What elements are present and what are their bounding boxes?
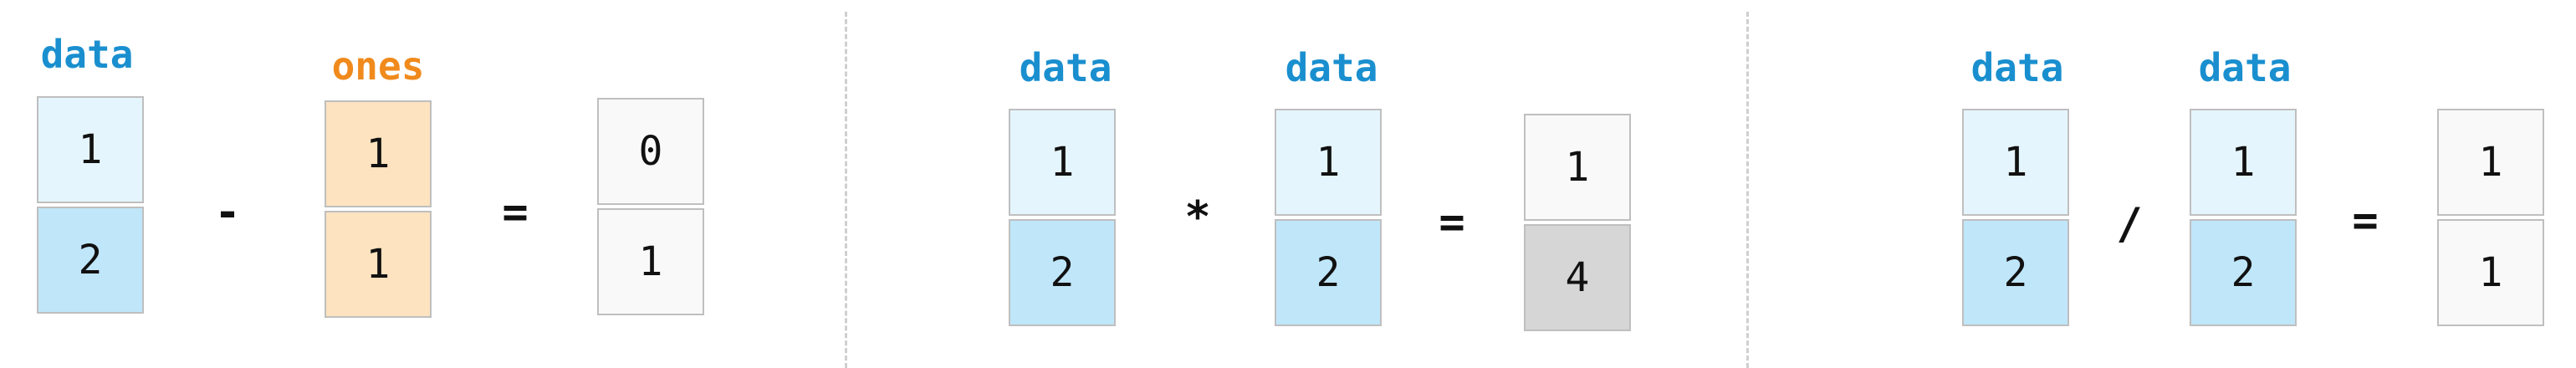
minus-operator: -: [214, 187, 241, 238]
array-cell: 2: [1275, 219, 1382, 326]
array-cell: 2: [1009, 219, 1116, 326]
array-cell: 0: [597, 98, 704, 205]
data-label: data: [1970, 45, 2064, 90]
ones-label: ones: [331, 43, 425, 89]
array-cell: 2: [1962, 219, 2069, 326]
array-cell: 4: [1524, 224, 1631, 331]
array-cell: 1: [325, 100, 432, 207]
array-cell: 1: [2190, 109, 2297, 216]
multiply-operator: *: [1184, 192, 1211, 243]
array-cell: 1: [1009, 109, 1116, 216]
equals-operator: =: [1439, 197, 1465, 248]
equals-operator: =: [502, 187, 529, 238]
array-cell: 1: [37, 96, 144, 203]
array-cell: 1: [597, 208, 704, 315]
array-cell: 1: [1275, 109, 1382, 216]
data-label: data: [40, 32, 134, 77]
array-cell: 1: [2437, 219, 2544, 326]
array-cell: 1: [2437, 109, 2544, 216]
data-label: data: [1019, 45, 1112, 90]
data-label: data: [1285, 45, 1378, 90]
panel-divider-2: [1746, 12, 1749, 368]
array-cell: 2: [37, 207, 144, 314]
array-cell: 1: [1962, 109, 2069, 216]
equals-operator: =: [2352, 196, 2379, 246]
data-label: data: [2198, 45, 2292, 90]
array-cell: 1: [1524, 114, 1631, 221]
array-cell: 1: [325, 211, 432, 318]
array-cell: 2: [2190, 219, 2297, 326]
panel-divider-1: [845, 12, 847, 368]
divide-operator: /: [2116, 199, 2143, 249]
